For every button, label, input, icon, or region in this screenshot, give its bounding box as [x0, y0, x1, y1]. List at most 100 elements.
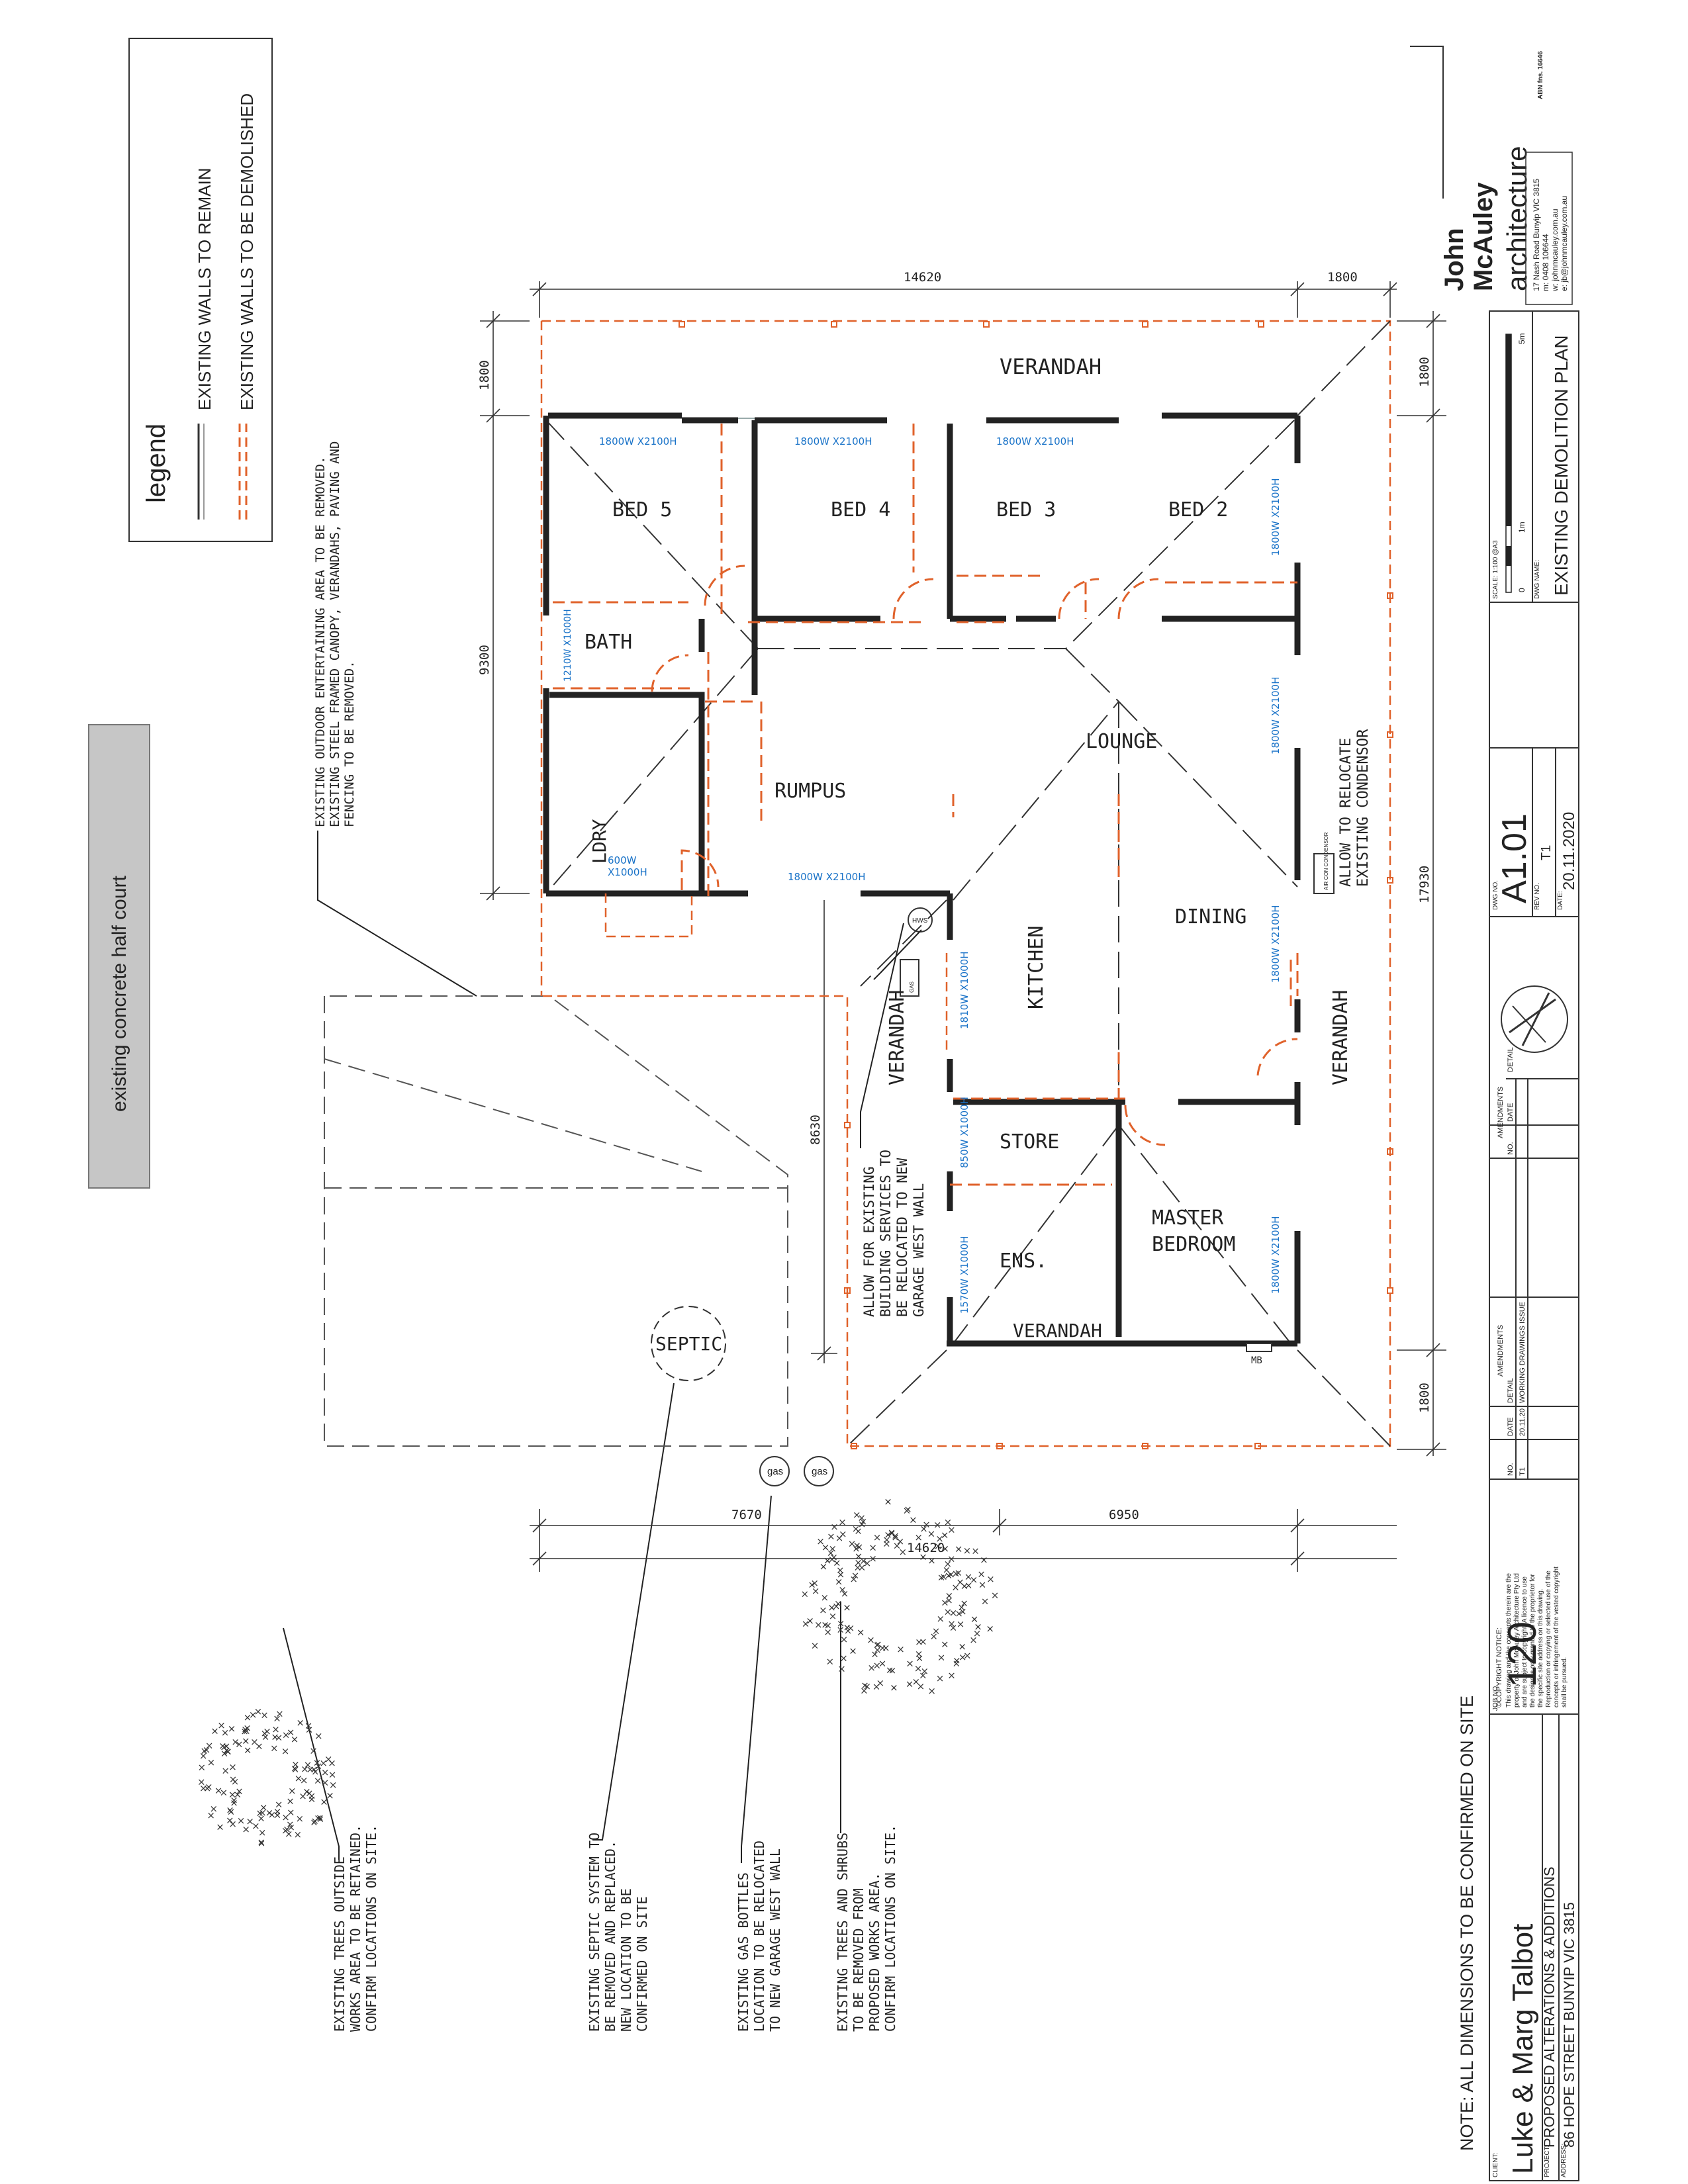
tree-mark: ×: [838, 1516, 847, 1528]
gas-label-1: gas: [767, 1466, 783, 1477]
dwg-name: EXISTING DEMOLITION PLAN: [1551, 335, 1571, 596]
tree-mark: ×: [821, 1592, 829, 1604]
room-master-1: MASTER: [1152, 1206, 1224, 1230]
leader-septic: [592, 1383, 675, 1841]
tree-mark: ×: [945, 1594, 953, 1606]
tree-mark: ×: [260, 1709, 269, 1721]
tree-mark: ×: [227, 1805, 236, 1817]
tree-mark: ×: [874, 1639, 882, 1651]
tree-mark: ×: [937, 1651, 946, 1663]
gas-label-2: gas: [812, 1466, 827, 1477]
tree-mark: ×: [991, 1589, 1000, 1601]
tree-mark: ×: [863, 1557, 872, 1569]
tree-mark: ×: [873, 1660, 882, 1672]
tree-mark: ×: [221, 1727, 230, 1739]
tree-mark: ×: [941, 1596, 949, 1608]
tree-mark: ×: [922, 1518, 931, 1530]
note-trees-removed: EXISTING TREES AND SHRUBS TO BE REMOVED …: [835, 1825, 898, 2032]
tree-mark: ×: [867, 1634, 875, 1646]
tree-mark: ×: [890, 1682, 898, 1694]
tree-mark: ×: [873, 1644, 882, 1656]
tree-mark: ×: [939, 1570, 948, 1582]
tree-mark: ×: [252, 1820, 260, 1832]
scale-tick-5: 5m: [1517, 333, 1526, 344]
tree-mark: ×: [915, 1653, 924, 1664]
tree-mark: ×: [235, 1785, 244, 1797]
tree-mark: ×: [947, 1569, 955, 1580]
tree-mark: ×: [986, 1623, 994, 1635]
tree-mark: ×: [319, 1757, 328, 1769]
tree-mark: ×: [960, 1597, 968, 1609]
tree-mark: ×: [852, 1543, 861, 1555]
verandah-post: [679, 321, 685, 328]
tree-mark: ×: [230, 1794, 238, 1806]
tree-mark: ×: [823, 1555, 832, 1567]
firm-logo: [1501, 985, 1568, 1053]
rev-no: T1: [1539, 845, 1554, 860]
project-label: PROJECT:: [1544, 2146, 1551, 2177]
tree-mark: ×: [257, 1813, 265, 1825]
tree-mark: ×: [841, 1588, 849, 1600]
tree-mark: ×: [291, 1733, 299, 1745]
svg-text:NOTE: ALL DIMENSIONS TO BE CON: NOTE: ALL DIMENSIONS TO BE CONFIRMED ON …: [1457, 1696, 1477, 2151]
tree-mark: ×: [873, 1639, 882, 1651]
tree-mark: ×: [308, 1790, 316, 1802]
tree-mark: ×: [237, 1815, 246, 1827]
verandah-post: [1387, 1287, 1393, 1294]
tree-mark: ×: [801, 1588, 810, 1600]
project-name: PROPOSED ALTERATIONS & ADDITIONS: [1541, 1866, 1558, 2148]
tree-mark: ×: [919, 1670, 927, 1682]
tree-mark: ×: [899, 1546, 908, 1558]
tree-mark: ×: [882, 1538, 891, 1550]
tree-mark: ×: [857, 1512, 866, 1524]
tree-mark: ×: [906, 1658, 914, 1670]
room-ldry: LDRY: [588, 819, 610, 864]
tree-mark: ×: [941, 1543, 950, 1555]
tree-mark: ×: [328, 1769, 337, 1781]
gas-unit: [900, 959, 919, 997]
tree-mark: ×: [806, 1615, 814, 1627]
svg-text:Reproduction or copying or sel: Reproduction or copying or selected use …: [1545, 1570, 1552, 1707]
amend-title-a: AMENDMENTS: [1497, 1087, 1505, 1138]
window-kitchen: 1810W X1000H: [959, 951, 970, 1029]
tree-mark: ×: [203, 1744, 211, 1756]
tree-mark: ×: [316, 1812, 324, 1824]
tree-mark: ×: [937, 1613, 945, 1625]
tree-mark: ×: [287, 1821, 296, 1833]
tree-mark: ×: [255, 1740, 263, 1752]
tree-mark: ×: [321, 1777, 330, 1789]
window-w2: 1800W X2100H: [794, 435, 872, 447]
tree-mark: ×: [919, 1636, 927, 1648]
tree-mark: ×: [914, 1662, 923, 1674]
hws-label: HWS: [912, 917, 928, 925]
tree-mark: ×: [268, 1809, 277, 1821]
tree-mark: ×: [316, 1813, 325, 1825]
tree-mark: ×: [858, 1518, 867, 1530]
tree-mark: ×: [870, 1648, 879, 1660]
tree-mark: ×: [915, 1648, 923, 1660]
tree-mark: ×: [257, 1837, 265, 1848]
room-bath: BATH: [585, 631, 632, 654]
window-ldry-1: 600W: [608, 854, 637, 866]
firm-reg: ABN fns. 16646: [1537, 51, 1544, 99]
svg-text:the design is only granted to: the design is only granted to the propri…: [1529, 1574, 1536, 1707]
tree-mark: ×: [844, 1625, 853, 1637]
tree-mark: ×: [242, 1735, 250, 1747]
room-dining: DINING: [1175, 905, 1246, 929]
firm-name-2: McAuley: [1469, 182, 1498, 291]
tree-mark: ×: [221, 1764, 230, 1776]
tree-mark: ×: [249, 1709, 258, 1721]
tree-mark: ×: [311, 1766, 320, 1778]
tree-mark: ×: [308, 1794, 316, 1805]
tree-mark: ×: [970, 1613, 979, 1625]
tree-mark: ×: [275, 1731, 283, 1743]
tree-mark: ×: [839, 1653, 848, 1664]
tree-mark: ×: [234, 1789, 242, 1801]
tree-mark: ×: [977, 1569, 986, 1580]
tree-mark: ×: [243, 1722, 252, 1734]
amend-title-b: AMENDMENTS: [1497, 1325, 1505, 1377]
tree-mark: ×: [952, 1567, 961, 1579]
existing-walls: MB: [543, 412, 1301, 1366]
client-label: CLIENT:: [1492, 2153, 1499, 2177]
tree-mark: ×: [849, 1645, 857, 1657]
